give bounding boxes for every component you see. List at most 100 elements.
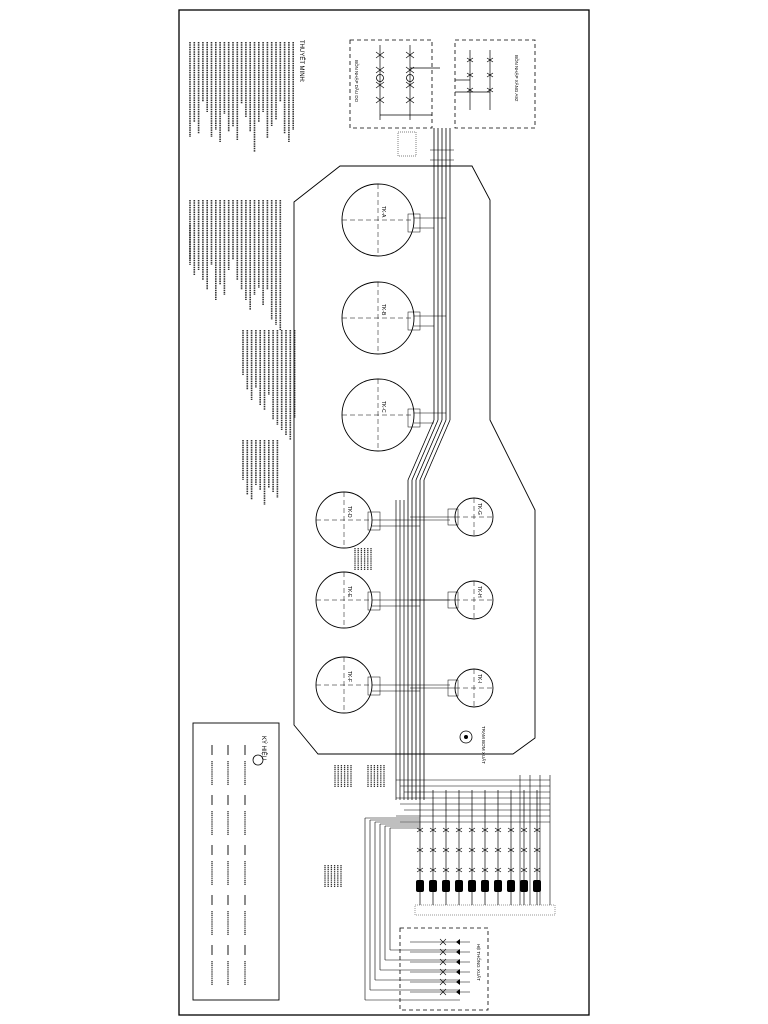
meter-icon bbox=[406, 74, 414, 82]
pump-tag-row bbox=[414, 904, 556, 916]
tank-large-0: TK-A bbox=[341, 183, 415, 257]
valve-icon bbox=[455, 867, 463, 873]
valve-icon bbox=[429, 867, 437, 873]
pipe-line bbox=[407, 419, 435, 481]
valve-icon bbox=[375, 51, 385, 59]
valve-icon bbox=[439, 948, 447, 956]
valve-icon bbox=[405, 96, 415, 104]
valve-icon bbox=[442, 827, 450, 833]
valve-icon bbox=[486, 87, 494, 93]
valve-icon bbox=[375, 66, 385, 74]
valve-icon bbox=[429, 847, 437, 853]
valve-icon bbox=[468, 867, 476, 873]
tank-large-1: TK-B bbox=[341, 281, 415, 355]
tank-small-1: TK-H bbox=[454, 580, 494, 620]
valve-icon bbox=[520, 867, 528, 873]
top-left-equipment bbox=[375, 45, 440, 120]
valve-icon bbox=[481, 827, 489, 833]
pump-station-label: TRẠM BƠM XUẤT bbox=[481, 726, 487, 764]
check-valve-icon bbox=[456, 959, 460, 965]
tank-label: TK-D bbox=[346, 506, 352, 518]
tank-medium-0: TK-D bbox=[315, 491, 373, 549]
valve-icon bbox=[486, 72, 494, 78]
tank-label: TK-E bbox=[346, 586, 352, 598]
tank-yard-outline bbox=[293, 165, 536, 755]
pump-block bbox=[455, 880, 463, 892]
check-valve-icon bbox=[456, 939, 460, 945]
notes-title: THUYẾT MINH: bbox=[298, 40, 305, 83]
legend-box: KÝ HIỆU bbox=[192, 722, 280, 1001]
pump-block bbox=[520, 880, 528, 892]
valve-icon bbox=[486, 57, 494, 63]
tank-label: TK-H bbox=[476, 586, 482, 598]
tag-block bbox=[397, 131, 417, 157]
pipe-line bbox=[411, 419, 439, 481]
valve-icon bbox=[466, 72, 474, 78]
top-right-box: BỒN NHẬP XĂNG A92 bbox=[454, 39, 536, 129]
notes-block: THUYẾT MINH: bbox=[189, 40, 305, 505]
nozzle-block bbox=[367, 676, 381, 696]
valve-icon bbox=[442, 867, 450, 873]
valve-icon bbox=[494, 847, 502, 853]
tank-small-0: TK-G bbox=[454, 497, 494, 537]
valve-icon bbox=[455, 847, 463, 853]
bottom-equipment bbox=[410, 938, 470, 996]
valve-icon bbox=[416, 847, 424, 853]
drawing-border bbox=[178, 9, 590, 1016]
tank-large-2: TK-C bbox=[341, 378, 415, 452]
valve-icon bbox=[439, 938, 447, 946]
check-valve-icon bbox=[456, 949, 460, 955]
valve-icon bbox=[494, 827, 502, 833]
tank-label: TK-I bbox=[476, 674, 482, 683]
valve-icon bbox=[405, 51, 415, 59]
bottom-box: HỆ THỐNG XUẤT bbox=[399, 927, 489, 1011]
valve-icon bbox=[455, 827, 463, 833]
pump-block bbox=[533, 880, 541, 892]
valve-icon bbox=[494, 867, 502, 873]
pump-block bbox=[416, 880, 424, 892]
nozzle-block bbox=[407, 213, 421, 233]
valve-icon bbox=[375, 96, 385, 104]
valve-icon bbox=[416, 867, 424, 873]
top-left-box-label: BỒN NHẬP DẦU DO bbox=[354, 60, 360, 103]
top-left-box: BỒN NHẬP DẦU DO bbox=[349, 39, 440, 129]
check-valve-icon bbox=[456, 969, 460, 975]
top-right-equipment bbox=[455, 50, 494, 110]
tank-label: TK-A bbox=[380, 206, 386, 218]
pump-block bbox=[494, 880, 502, 892]
pipe-line bbox=[423, 419, 451, 481]
nozzle-block bbox=[447, 591, 459, 609]
bottom-box-label: HỆ THỐNG XUẤT bbox=[476, 944, 483, 981]
nozzle-block bbox=[407, 311, 421, 331]
tank-label: TK-B bbox=[380, 304, 386, 316]
valve-icon bbox=[468, 827, 476, 833]
nozzle-block bbox=[447, 679, 459, 697]
tank-label: TK-G bbox=[476, 503, 482, 515]
pump-block bbox=[429, 880, 437, 892]
pump-icon bbox=[459, 730, 473, 744]
pump-block bbox=[481, 880, 489, 892]
check-valve-icon bbox=[456, 989, 460, 995]
pump-block bbox=[442, 880, 450, 892]
pump-station bbox=[364, 775, 556, 1001]
meter-icon bbox=[376, 74, 384, 82]
valve-icon bbox=[533, 847, 541, 853]
tank-medium-1: TK-E bbox=[315, 571, 373, 629]
valve-icon bbox=[468, 847, 476, 853]
tank-medium-2: TK-F bbox=[315, 656, 373, 714]
top-right-box-label: BỒN NHẬP XĂNG A92 bbox=[514, 55, 520, 102]
tank-label: TK-C bbox=[380, 401, 386, 413]
valve-icon bbox=[439, 958, 447, 966]
valve-icon bbox=[533, 867, 541, 873]
valve-icon bbox=[507, 827, 515, 833]
valve-icon bbox=[481, 847, 489, 853]
notes-lines bbox=[189, 42, 296, 505]
pipe-line bbox=[415, 419, 443, 481]
nozzle-block bbox=[407, 408, 421, 428]
valve-icon bbox=[439, 978, 447, 986]
pipe-line bbox=[419, 419, 447, 481]
check-valve-icon bbox=[456, 979, 460, 985]
valve-icon bbox=[405, 81, 415, 89]
nozzle-block bbox=[447, 508, 459, 526]
